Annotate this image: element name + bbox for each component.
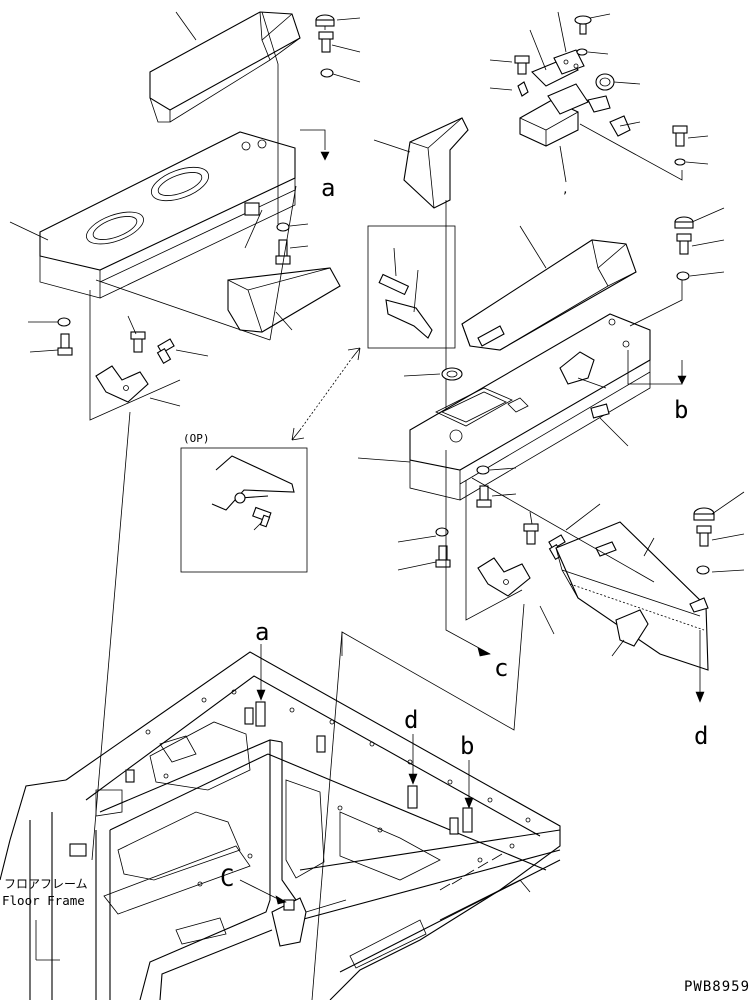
floor-frame-jp-label: フロアフレーム [4, 877, 88, 891]
callout-b-right: b [674, 396, 689, 424]
mid-angle-bracket [373, 117, 469, 450]
floor-connection-lines [35, 411, 347, 1000]
right-bracket [477, 557, 531, 597]
drawing-code: PWB8959 [684, 979, 751, 995]
callout-a-bottom: a [255, 618, 270, 646]
grab-handle-box [367, 225, 456, 349]
callout-c-mid: c [494, 654, 509, 682]
switch-assembly [489, 11, 709, 183]
callout-a-top: a [321, 174, 336, 202]
left-console-panel [39, 131, 296, 299]
callout-d-bottom: d [404, 706, 419, 734]
floor-callout-arrows [239, 644, 474, 905]
right-upper-cover [461, 225, 637, 351]
top-left-cover [149, 11, 301, 123]
comma-mark: , [562, 183, 569, 196]
callout-d-right: d [694, 722, 709, 750]
right-leader-lines [357, 207, 745, 657]
option-label: (OP) [183, 432, 210, 445]
callout-b-bottom: b [460, 732, 475, 760]
callout-c-bottom: C [220, 864, 235, 892]
left-leader-lines [9, 11, 361, 407]
right-construction-lines [341, 350, 705, 731]
left-construction-lines [89, 129, 330, 421]
right-fasteners [435, 216, 715, 575]
floor-frame-en-label: Floor Frame [2, 893, 85, 908]
left-bracket [95, 365, 149, 403]
right-console-panel [409, 313, 651, 501]
left-lower-cover [227, 267, 341, 333]
right-lower-cover [555, 521, 709, 671]
option-box [180, 447, 308, 573]
floor-frame [0, 651, 561, 1000]
option-link-arrow [291, 347, 361, 441]
